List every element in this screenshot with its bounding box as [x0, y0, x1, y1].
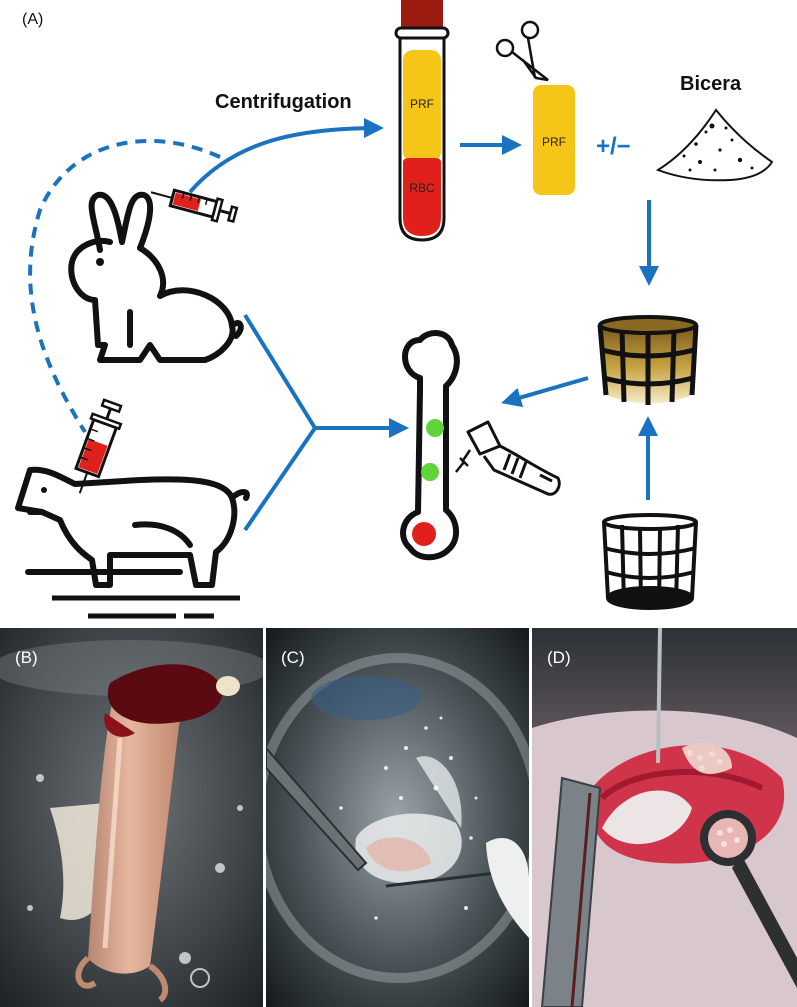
defect-green-1	[426, 419, 444, 437]
arrow-rabbit-to-tube	[188, 118, 384, 194]
defect-red	[412, 522, 436, 546]
rabbit-icon	[68, 191, 244, 363]
rabbit-syringe-icon	[150, 188, 239, 224]
scissors-icon	[495, 20, 549, 82]
tube-rbc-label: RBC	[409, 181, 435, 195]
rabbit-eye	[96, 258, 104, 266]
plus-minus-label: +/−	[596, 133, 631, 160]
defect-green-2	[421, 463, 439, 481]
arrow-scaffold-to-bone	[501, 376, 589, 408]
pig-syringe-icon	[74, 398, 123, 494]
pig-eye	[41, 487, 47, 493]
tube-rbc-layer	[403, 158, 441, 236]
dashed-connector	[28, 139, 221, 434]
photo-panel-b: (B)	[0, 628, 263, 1007]
bone-icon	[400, 330, 460, 561]
ground-lines	[52, 595, 240, 619]
panel-c-label: (C)	[281, 648, 305, 667]
prf-block	[533, 85, 575, 195]
photo-panel-d: (D)	[532, 628, 797, 1007]
tube-prf-layer	[403, 50, 441, 162]
photo-panel-c: (C)	[266, 628, 529, 1007]
panel-a-label: (A)	[22, 11, 43, 28]
bicera-powder-pile	[655, 108, 774, 182]
scaffold-filled-icon	[597, 315, 699, 405]
drill-icon	[455, 420, 561, 496]
scaffold-empty-icon	[602, 513, 698, 610]
panel-d-label: (D)	[547, 648, 571, 667]
prf-block-label: PRF	[542, 135, 566, 149]
bicera-label: Bicera	[680, 73, 742, 95]
schematic-panel-a: (A) Centrifugation PRF RBC PRF +/− Bicer…	[15, 0, 774, 619]
panel-b-label: (B)	[15, 648, 38, 667]
centrifugation-label: Centrifugation	[215, 91, 352, 113]
centrifuge-tube	[394, 0, 450, 242]
pig-icon	[15, 466, 250, 588]
tube-prf-label: PRF	[410, 97, 434, 111]
merge-arrow	[243, 313, 409, 532]
